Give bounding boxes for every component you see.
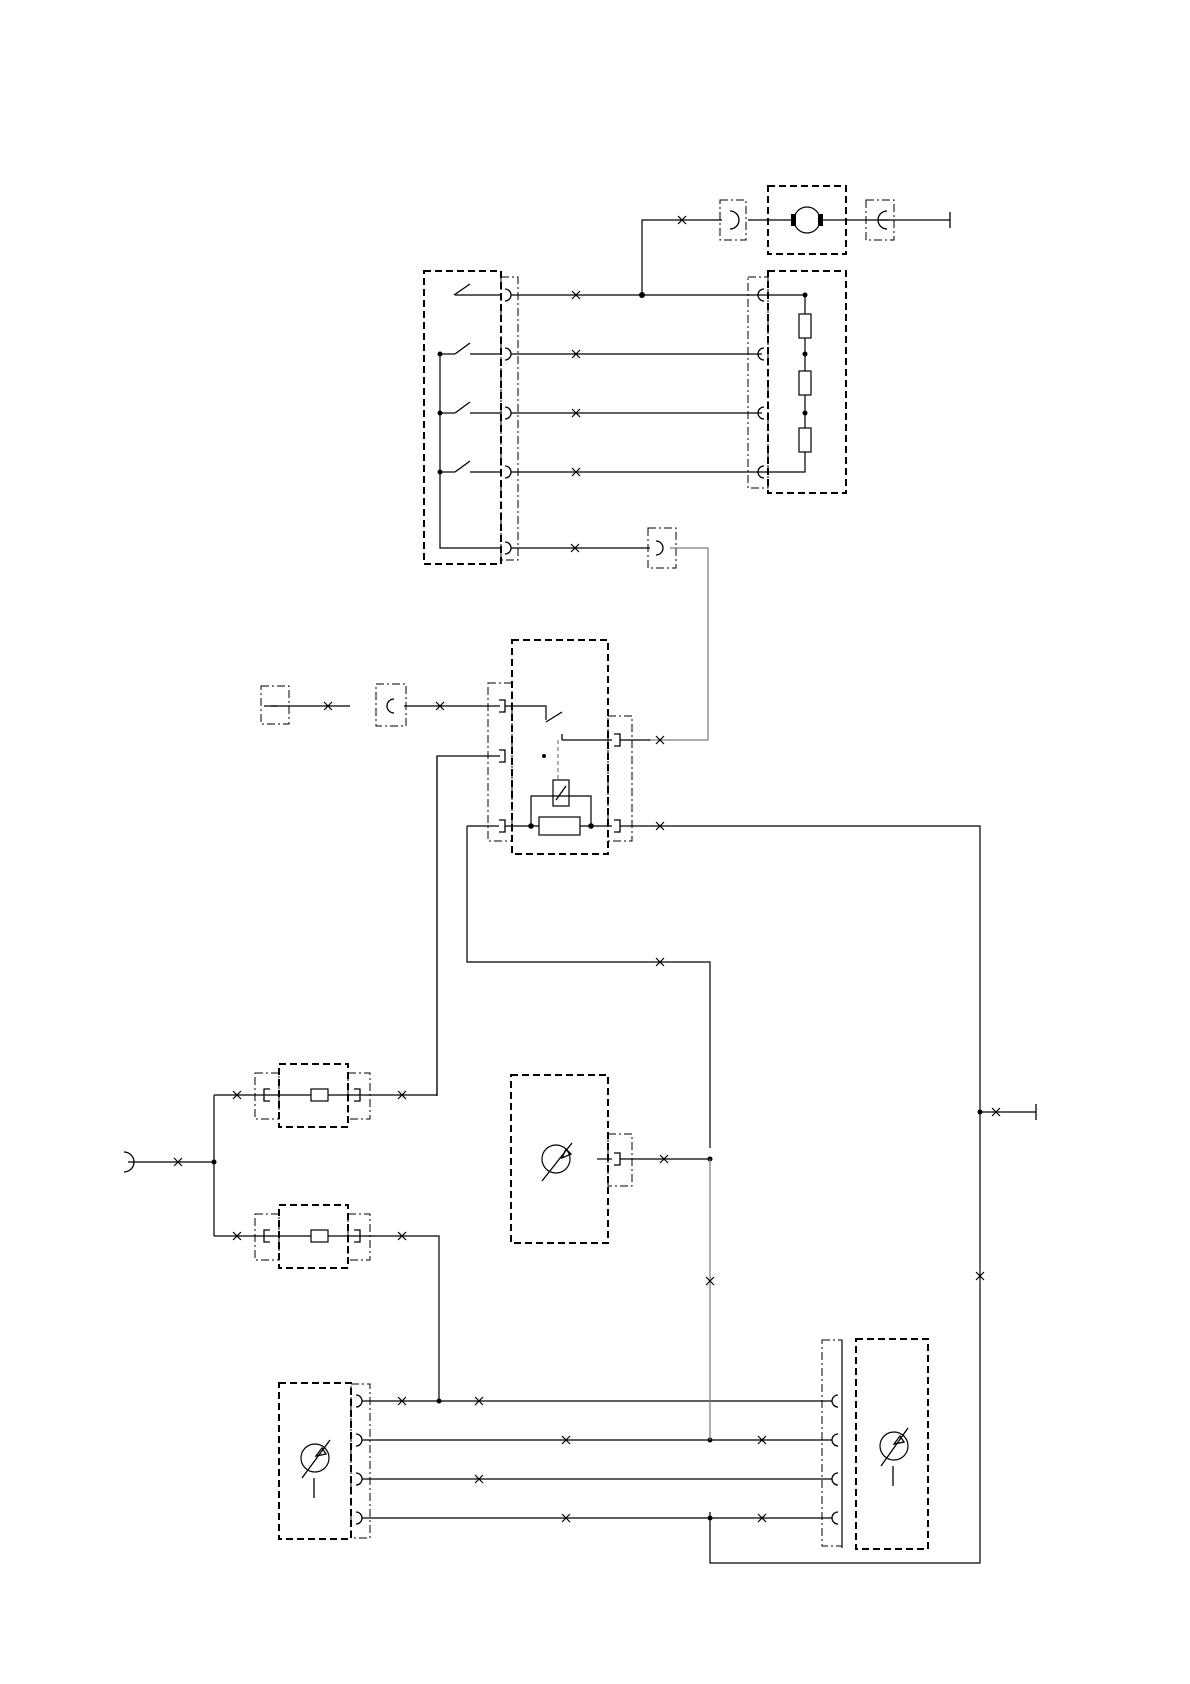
sensor-left	[279, 1383, 370, 1539]
sensor-icon	[301, 1444, 329, 1472]
power-input	[124, 1095, 270, 1236]
bus-wires-bottom	[362, 1159, 832, 1521]
motor-connector-left	[720, 200, 746, 240]
fuse-1	[255, 756, 437, 1127]
dc-motor-icon	[791, 207, 823, 233]
switch-bank	[424, 271, 518, 564]
relay-resistor-icon	[539, 817, 580, 835]
switch-bank-pins	[505, 289, 511, 554]
sensor-right	[822, 1339, 928, 1549]
wire-crossing-marks	[174, 216, 1000, 1522]
fuse-icon	[311, 1089, 328, 1101]
relay-unit	[261, 640, 980, 1563]
sensor-icon	[880, 1432, 908, 1460]
fuse-2	[255, 1205, 439, 1401]
ground-terminal	[978, 1104, 1037, 1120]
resistor-bank	[748, 271, 846, 493]
switch-contacts	[440, 284, 502, 472]
input-terminal	[261, 686, 289, 724]
bus-wires-top	[511, 292, 762, 548]
fuse-icon	[311, 1230, 328, 1242]
relay-feed-connector	[648, 528, 708, 740]
motor-branch	[642, 186, 950, 295]
pump	[511, 1075, 713, 1243]
